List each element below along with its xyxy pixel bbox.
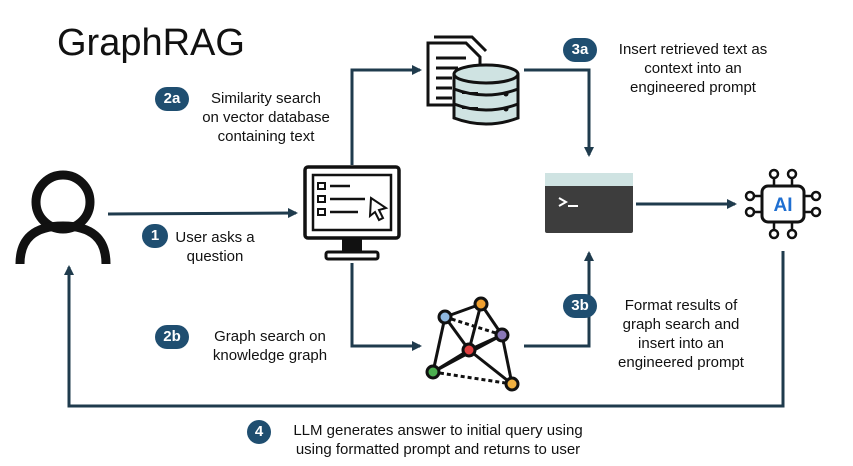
step-2b-label: Graph search on knowledge graph (212, 328, 328, 364)
arrow-graph-to-prompt (524, 251, 594, 348)
knowledge-graph-icon (425, 296, 520, 392)
step-4-label: LLM generates answer to initial query us… (293, 422, 583, 458)
step-1-label: User asks a question (175, 229, 255, 265)
step-1-badge: 1 (142, 224, 168, 248)
arrow-user-to-computer (107, 208, 298, 219)
arrow-computer-to-graph (350, 263, 422, 351)
step-2a-badge: 2a (155, 87, 189, 111)
computer-icon (303, 165, 401, 261)
terminal-prompt-icon (545, 173, 633, 233)
ai-chip-label: AI (774, 195, 793, 216)
step-4-badge: 4 (247, 420, 271, 444)
diagram-title: GraphRAG (57, 22, 245, 64)
arrow-vector-db-to-prompt (524, 68, 594, 157)
ai-chip-icon (744, 168, 822, 240)
user-icon (15, 170, 111, 265)
step-2b-badge: 2b (155, 325, 189, 349)
arrow-llm-to-user (64, 251, 785, 408)
connector-arrows (64, 65, 785, 408)
step-3b-label: Format results of graph search and inser… (618, 297, 744, 371)
step-3a-badge: 3a (563, 38, 597, 62)
arrow-computer-to-vector-db (350, 65, 422, 165)
step-3a-label: Insert retrieved text as context into an… (618, 41, 768, 96)
step-3b-badge: 3b (563, 294, 597, 318)
step-2a-label: Similarity search on vector database con… (202, 90, 330, 145)
vector-database-icon (426, 35, 520, 126)
